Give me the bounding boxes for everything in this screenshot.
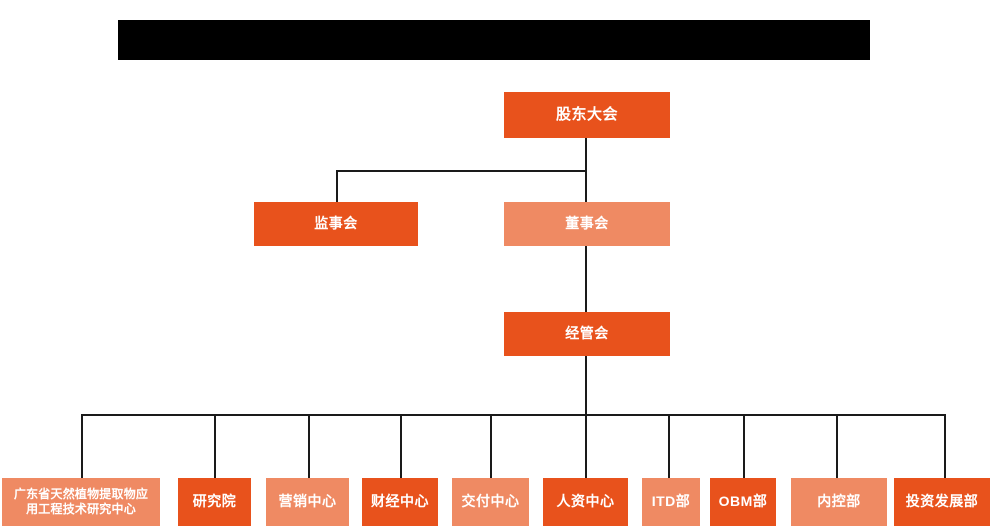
connector-drop-obm-dept bbox=[743, 414, 745, 478]
node-research-center[interactable]: 广东省天然植物提取物应 用工程技术研究中心 bbox=[2, 478, 160, 526]
node-delivery-center[interactable]: 交付中心 bbox=[452, 478, 529, 526]
node-institute-label: 研究院 bbox=[192, 493, 237, 510]
connector-drop-marketing-center bbox=[308, 414, 310, 478]
node-itd-dept-label: ITD部 bbox=[651, 493, 691, 510]
node-directors-label: 董事会 bbox=[565, 215, 609, 232]
node-marketing-center[interactable]: 营销中心 bbox=[266, 478, 349, 526]
node-internal-control-dept[interactable]: 内控部 bbox=[791, 478, 887, 526]
connector-shareholders-stem bbox=[585, 138, 587, 171]
connector-drop-institute bbox=[214, 414, 216, 478]
node-delivery-center-label: 交付中心 bbox=[461, 493, 520, 510]
node-research-center-label-line2: 用工程技术研究中心 bbox=[26, 502, 136, 516]
connector-drop-hr-center bbox=[585, 414, 587, 478]
node-supervisors-label: 监事会 bbox=[314, 215, 358, 232]
node-shareholders[interactable]: 股东大会 bbox=[504, 92, 670, 138]
node-investment-development-dept-label: 投资发展部 bbox=[905, 493, 979, 510]
node-obm-dept-label: OBM部 bbox=[718, 493, 768, 510]
node-internal-control-dept-label: 内控部 bbox=[817, 493, 861, 510]
node-finance-center-label: 财经中心 bbox=[371, 493, 429, 510]
connector-drop-investment-development-dept bbox=[944, 414, 946, 478]
node-investment-development-dept[interactable]: 投资发展部 bbox=[894, 478, 990, 526]
connector-drop-research-center bbox=[81, 414, 83, 478]
node-hr-center[interactable]: 人资中心 bbox=[543, 478, 628, 526]
connector-departments-bus bbox=[81, 414, 946, 416]
node-finance-center[interactable]: 财经中心 bbox=[362, 478, 438, 526]
node-shareholders-label: 股东大会 bbox=[555, 105, 618, 123]
connector-drop-delivery-center bbox=[490, 414, 492, 478]
node-directors[interactable]: 董事会 bbox=[504, 202, 670, 246]
node-obm-dept[interactable]: OBM部 bbox=[710, 478, 776, 526]
node-management[interactable]: 经管会 bbox=[504, 312, 670, 356]
node-itd-dept[interactable]: ITD部 bbox=[642, 478, 700, 526]
connector-drop-internal-control-dept bbox=[836, 414, 838, 478]
connector-drop-itd-dept bbox=[668, 414, 670, 478]
connector-drop-supervisors bbox=[336, 170, 338, 202]
node-research-center-label-line1: 广东省天然植物提取物应 bbox=[13, 487, 149, 501]
node-hr-center-label: 人资中心 bbox=[556, 493, 615, 510]
connector-directors-to-management bbox=[585, 246, 587, 312]
connector-management-stem bbox=[585, 356, 587, 416]
node-institute[interactable]: 研究院 bbox=[178, 478, 251, 526]
connector-level1-bus bbox=[336, 170, 587, 172]
node-marketing-center-label: 营销中心 bbox=[278, 493, 337, 510]
node-management-label: 经管会 bbox=[565, 325, 609, 342]
node-supervisors[interactable]: 监事会 bbox=[254, 202, 418, 246]
connector-drop-directors bbox=[585, 170, 587, 202]
redacted-title-bar bbox=[118, 20, 870, 60]
connector-drop-finance-center bbox=[400, 414, 402, 478]
